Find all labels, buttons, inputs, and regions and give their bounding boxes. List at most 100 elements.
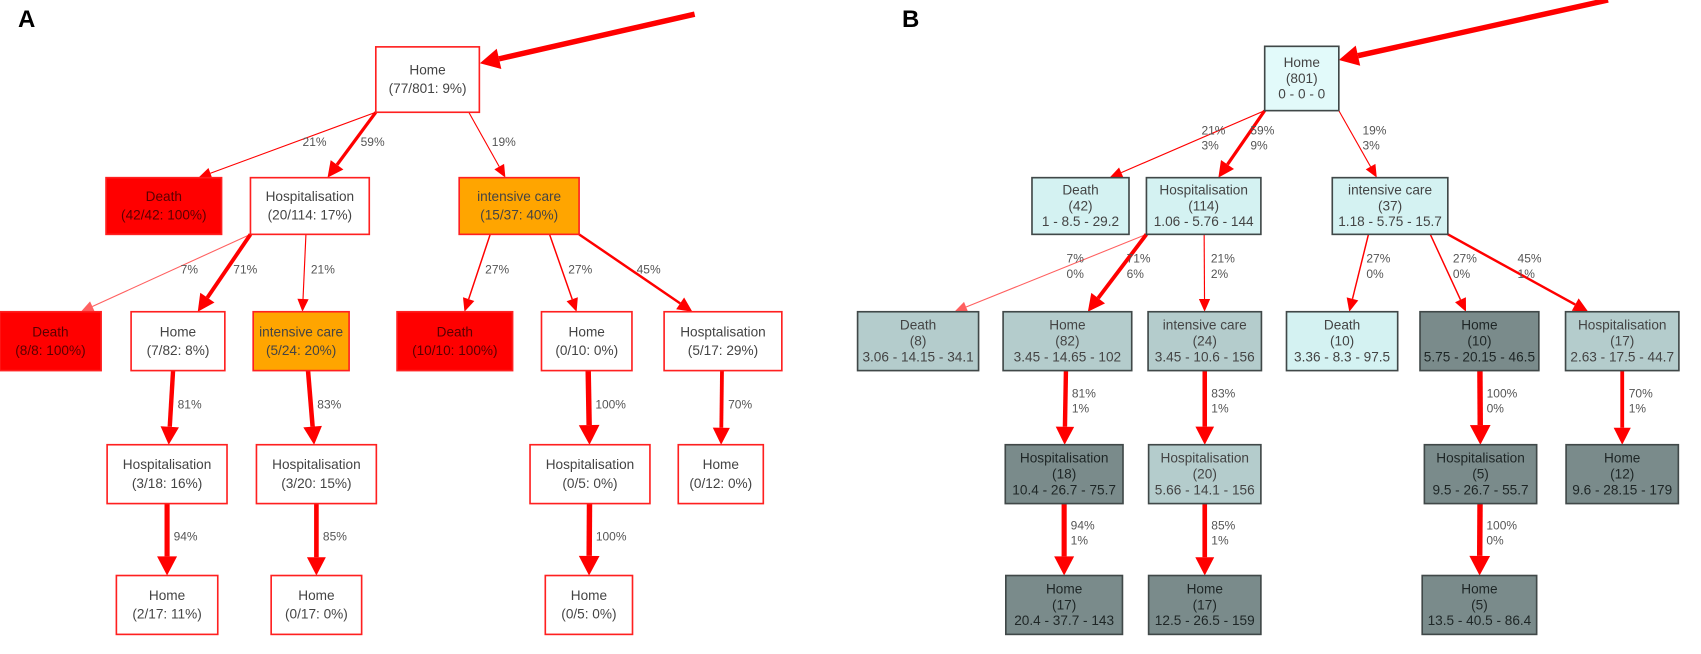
- node-box: [105, 176, 223, 236]
- edge-A5-A10: 81%: [160, 370, 202, 445]
- node-stat: (17): [1193, 597, 1217, 612]
- arrowhead-icon: [1613, 427, 1631, 445]
- node-box: [1145, 176, 1262, 236]
- edge-label-line: 85%: [323, 529, 347, 543]
- node-box: [1031, 176, 1130, 236]
- node-hospitalisation[interactable]: Hospitalisation(20)5.66 - 14.1 - 156: [1147, 443, 1262, 505]
- edge-line: [1357, 0, 1609, 59]
- node-stat: (5/17: 29%): [688, 343, 758, 358]
- node-home[interactable]: Home(82)3.45 - 14.65 - 102: [1002, 310, 1133, 372]
- node-title: Hospitalisation: [1436, 451, 1525, 466]
- node-hospitalisation[interactable]: Hospitalisation(20/114: 17%): [249, 176, 371, 236]
- edge-B3-B7: 27%0%: [1346, 234, 1391, 312]
- node-hospitalisation[interactable]: Hospitalisation(0/5: 0%): [529, 443, 651, 505]
- edge-label: 100%0%: [1486, 518, 1517, 547]
- node-box: [249, 176, 371, 236]
- node-stat: (0/5: 0%): [562, 476, 617, 491]
- node-home[interactable]: Home(2/17: 11%): [115, 574, 219, 636]
- edge-label-line: 19%: [1362, 123, 1386, 137]
- node-hospitalisation[interactable]: Hospitalisation(18)10.4 - 26.7 - 75.7: [1004, 443, 1124, 505]
- edge-line: [205, 233, 253, 299]
- node-title: Hospitalisation: [123, 457, 212, 472]
- edge-label: 83%1%: [1211, 386, 1235, 415]
- node-box: [1331, 176, 1449, 236]
- node-box: [677, 443, 765, 505]
- node-title: Home: [1187, 582, 1223, 597]
- node-home[interactable]: Home(10)5.75 - 20.15 - 46.5: [1419, 310, 1540, 372]
- node-title: Hospitalisation: [1020, 451, 1109, 466]
- node-intensive-care[interactable]: intensive care(24)3.45 - 10.6 - 156: [1147, 310, 1263, 372]
- node-stat: (0/17: 0%): [285, 607, 348, 622]
- edge-label: 100%: [595, 397, 626, 411]
- node-intensive-care[interactable]: intensive care(37)1.18 - 5.75 - 15.7: [1331, 176, 1449, 236]
- node-box: [458, 176, 580, 236]
- node-stat: 20.4 - 37.7 - 143: [1014, 613, 1114, 628]
- node-death[interactable]: Death(42/42: 100%): [105, 176, 223, 236]
- node-death[interactable]: Death(10/10: 100%): [396, 310, 514, 372]
- edge-label: 21%: [311, 263, 335, 277]
- edge-label-line: 45%: [1518, 252, 1542, 266]
- edge-line: [467, 234, 491, 300]
- node-home[interactable]: Home(0/17: 0%): [270, 574, 363, 636]
- node-home[interactable]: Home(0/12: 0%): [677, 443, 765, 505]
- node-home[interactable]: Home(17)12.5 - 26.5 - 159: [1147, 574, 1262, 636]
- edge-label: 81%: [178, 397, 202, 411]
- arrowhead-icon: [479, 48, 502, 69]
- edge-A0-A2: 59%: [327, 111, 385, 178]
- node-home[interactable]: Home (0/5: 0%): [544, 574, 634, 636]
- node-death[interactable]: Death(8/8: 100%): [0, 310, 102, 372]
- node-stat: (10/10: 100%): [412, 343, 498, 358]
- edge-line: [1351, 234, 1370, 300]
- edge-A12-A16: 100%: [578, 503, 627, 576]
- node-home[interactable]: Home(77/801: 9%): [374, 46, 481, 114]
- node-title: Hospitalisation: [1160, 451, 1249, 466]
- node-box: [1565, 443, 1680, 505]
- node-box: [529, 443, 651, 505]
- node-title: Home: [1461, 582, 1497, 597]
- edge-A0-A1: 21%: [198, 111, 377, 179]
- node-home[interactable]: Home(5)13.5 - 40.5 - 86.4: [1421, 574, 1538, 636]
- node-stat: (3/18: 16%): [132, 476, 202, 491]
- edge-B2-B6: 21%2%: [1198, 234, 1235, 312]
- node-home[interactable]: Home(12)9.6 - 28.15 - 179: [1565, 443, 1680, 505]
- node-hospitalisation[interactable]: Hospitalisation(5)9.5 - 26.7 - 55.7: [1423, 443, 1538, 505]
- arrowhead-icon: [954, 301, 969, 313]
- node-title: Home: [569, 324, 605, 339]
- node-intensive-care[interactable]: intensive care(5/24: 20%): [252, 310, 350, 372]
- node-hosptalisation[interactable]: Hosptalisation(5/17: 29%): [663, 310, 783, 372]
- arrowhead-icon: [1455, 297, 1467, 312]
- node-title: Home: [571, 588, 607, 603]
- edge-B6-B11: 83%1%: [1195, 370, 1236, 445]
- node-box: [1421, 574, 1538, 636]
- node-stat: (10): [1330, 334, 1354, 349]
- node-intensive-care[interactable]: intensive care(15/37: 40%): [458, 176, 580, 236]
- edge-label-line: 85%: [1211, 518, 1235, 532]
- node-box: [1147, 443, 1262, 505]
- edge-label-line: 81%: [1072, 386, 1096, 400]
- node-home[interactable]: Home(7/82: 8%): [130, 310, 226, 372]
- node-hospitalisation[interactable]: Hospitalisation(3/20: 15%): [255, 443, 378, 505]
- node-death[interactable]: Death(8)3.06 - 14.15 - 34.1: [856, 310, 980, 372]
- node-box: [255, 443, 378, 505]
- edge-label-line: 94%: [1071, 518, 1095, 532]
- node-home[interactable]: Home(0/10: 0%): [540, 310, 633, 372]
- node-death[interactable]: Death(10)3.36 - 8.3 - 97.5: [1285, 310, 1399, 372]
- node-stat: (20): [1193, 467, 1217, 482]
- arrowhead-icon: [462, 297, 475, 312]
- node-stat: (0/5: 0%): [561, 607, 616, 622]
- node-box: [130, 310, 226, 372]
- node-box: [396, 310, 514, 372]
- node-box: [856, 310, 980, 372]
- node-home[interactable]: Home(801)0 - 0 - 0: [1263, 45, 1340, 112]
- node-hospitalisation[interactable]: Hospitalisation(114)1.06 - 5.76 - 144: [1145, 176, 1262, 236]
- edge-B0-B1: 21%3%: [1109, 110, 1265, 178]
- node-death[interactable]: Death(42)1 - 8.5 - 29.2: [1031, 176, 1130, 236]
- edge-line: [1338, 110, 1372, 167]
- edge-B3-B9: 45%1%: [1447, 233, 1589, 312]
- node-stat: 1.18 - 5.75 - 15.7: [1338, 214, 1442, 229]
- node-hospitalisation[interactable]: Hospitalisation(17)2.63 - 17.5 - 44.7: [1564, 310, 1680, 372]
- node-hospitalisation[interactable]: Hospitalisation (3/18: 16%): [106, 443, 228, 505]
- node-title: Hospitalisation: [1159, 183, 1248, 198]
- edge-label-line: 19%: [492, 135, 516, 149]
- node-home[interactable]: Home(17)20.4 - 37.7 - 143: [1005, 574, 1124, 636]
